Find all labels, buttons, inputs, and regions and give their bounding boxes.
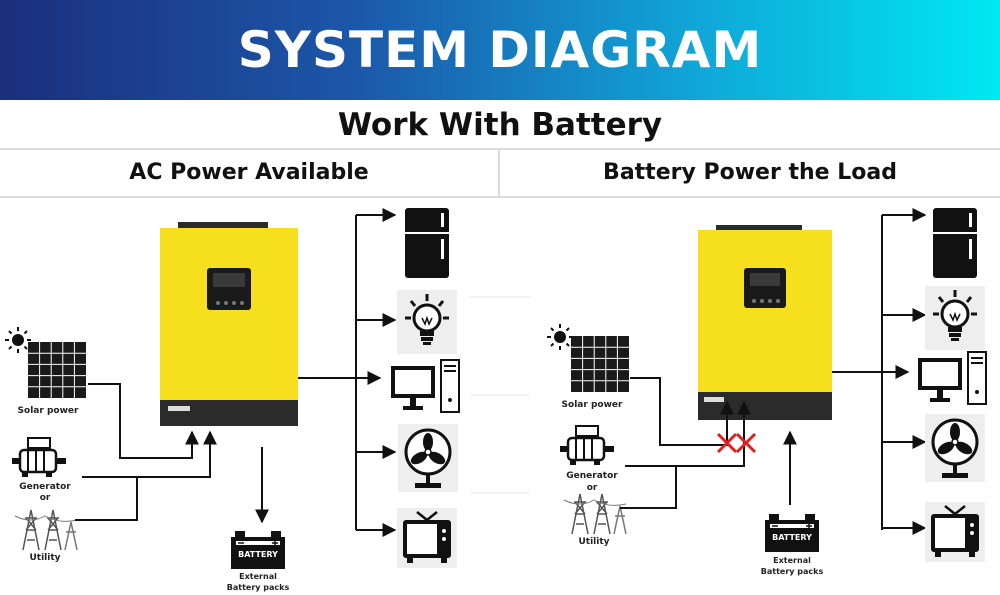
- or-label: or: [40, 493, 51, 503]
- fridge-icon: [404, 207, 450, 279]
- utility-line: [620, 466, 677, 509]
- or-label: or: [587, 483, 598, 493]
- generator-label: Generator: [566, 471, 618, 481]
- utility-pylon-icon: [563, 493, 627, 535]
- solar-panel-icon: [27, 341, 87, 399]
- solar-label: Solar power: [562, 400, 623, 410]
- utility-label: Utility: [578, 537, 609, 547]
- divider: [0, 196, 1000, 198]
- sun-icon: [4, 326, 32, 354]
- blocked-x-icon: [716, 432, 738, 454]
- grid-input-blocked: [676, 400, 751, 467]
- fan-icon: [923, 412, 987, 484]
- inverter-body: [160, 228, 298, 400]
- utility-pylon-icon: [14, 509, 78, 551]
- fan-icon: [396, 422, 460, 494]
- sun-icon: [546, 323, 574, 351]
- grid-input-arrow: [137, 430, 217, 478]
- computer-icon: [917, 351, 987, 405]
- battery-label-line2: Battery packs: [761, 567, 824, 576]
- tv-icon: [923, 500, 987, 564]
- solar-panel-icon: [570, 335, 630, 393]
- panel-heading-ac-power: AC Power Available: [129, 160, 369, 185]
- bulb-icon: [395, 288, 459, 356]
- inverter: [698, 225, 832, 420]
- divider: [0, 148, 1000, 150]
- generator-label: Generator: [19, 482, 71, 492]
- tv-icon: [395, 506, 459, 570]
- panel-divider: [498, 148, 500, 198]
- fridge-icon: [932, 207, 978, 279]
- solar-label: Solar power: [18, 406, 79, 416]
- panel-ac-power: Solar power Generator or Utility BATTERY…: [4, 207, 460, 592]
- solar-line: [88, 383, 199, 459]
- inverter-base: [160, 400, 298, 426]
- battery-label-line2: Battery packs: [227, 583, 290, 592]
- battery-label-line1: External: [773, 556, 811, 565]
- generator-icon: [10, 436, 68, 479]
- title-banner: [0, 0, 1000, 100]
- page-title: SYSTEM DIAGRAM: [237, 21, 763, 79]
- inverter-base: [698, 392, 832, 420]
- solar-line-blocked: [630, 377, 734, 446]
- utility-label: Utility: [29, 553, 60, 563]
- inverter: [160, 222, 298, 426]
- inverter-body: [698, 230, 832, 392]
- bulb-icon: [923, 284, 987, 352]
- utility-line: [75, 477, 138, 521]
- panel-heading-battery-power: Battery Power the Load: [603, 160, 897, 185]
- battery-text: BATTERY: [772, 533, 812, 542]
- battery-text: BATTERY: [238, 550, 278, 559]
- computer-icon: [390, 359, 460, 413]
- blocked-x-icon: [735, 432, 757, 454]
- panel-battery-power: Solar power Generator or Utility BATTERY…: [546, 207, 987, 576]
- generator-icon: [558, 424, 616, 467]
- battery-label-line1: External: [239, 572, 277, 581]
- diagram-subtitle: Work With Battery: [337, 107, 663, 143]
